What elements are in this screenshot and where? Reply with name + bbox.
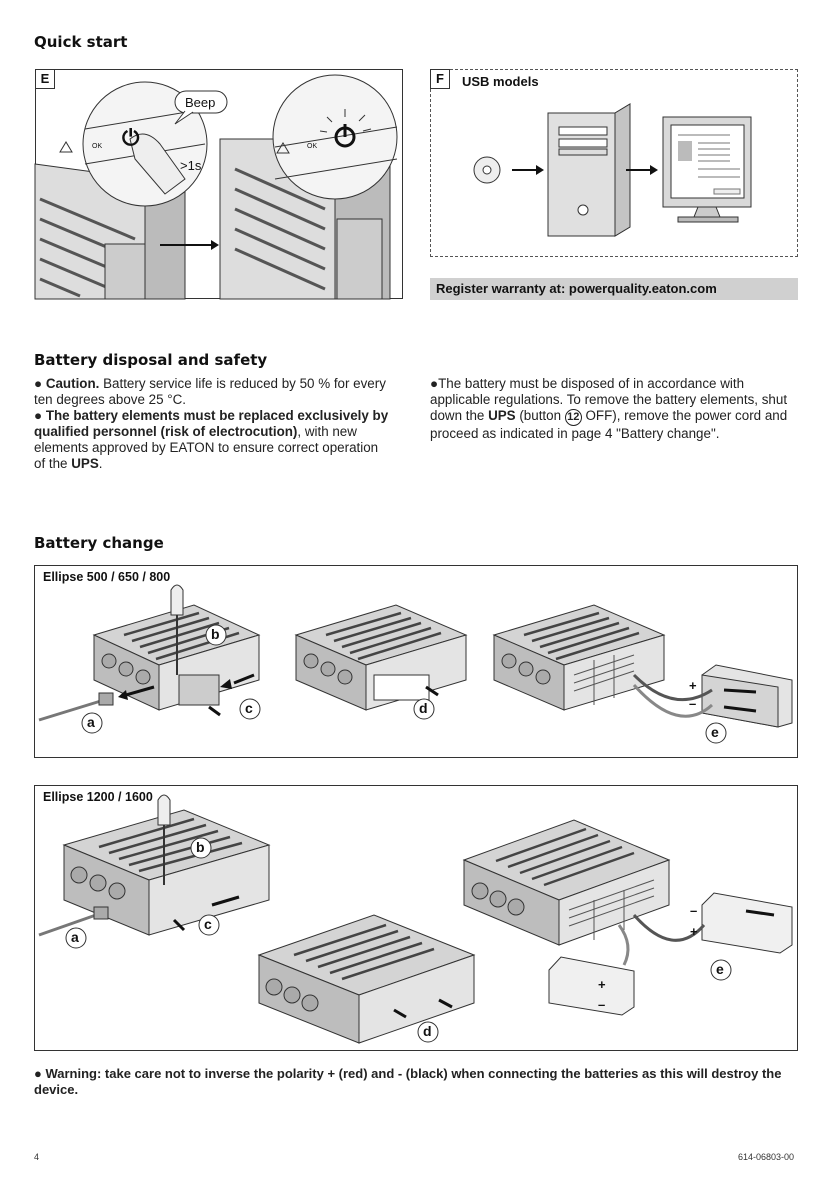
- caution-paragraph: ● Caution. Battery service life is reduc…: [34, 376, 386, 407]
- ok-label-right: OK: [307, 143, 318, 150]
- personnel-paragraph: ● The battery elements must be replaced …: [34, 408, 389, 471]
- ellipse-500-box: [34, 565, 798, 758]
- minus-2b: –: [598, 997, 606, 1012]
- ellipse-1200-box: [34, 785, 798, 1051]
- beep-label: Beep: [185, 95, 216, 110]
- disposal-left-column: ● Caution. Battery service life is reduc…: [34, 376, 390, 472]
- time-label: >1s: [180, 158, 202, 173]
- disposal-right-column: ●The battery must be disposed of in acco…: [430, 376, 802, 442]
- power-button-illustration: [34, 74, 398, 300]
- label-a-1: a: [87, 714, 95, 730]
- disposal-instructions: ●The battery must be disposed of in acco…: [430, 376, 788, 441]
- plus-2b: +: [598, 977, 606, 992]
- button-number-badge: 12: [564, 409, 582, 426]
- ok-label-left: OK: [92, 143, 103, 150]
- polarity-warning: ● Warning: take care not to inverse the …: [34, 1066, 782, 1097]
- label-a-2: a: [71, 929, 79, 945]
- register-banner: Register warranty at: powerquality.eaton…: [430, 278, 798, 300]
- minus-1: –: [689, 696, 697, 711]
- usb-install-illustration: [473, 103, 752, 237]
- panel-f-tag: F: [430, 69, 450, 89]
- label-b-2: b: [196, 839, 205, 855]
- battery-disposal-heading: Battery disposal and safety: [34, 351, 268, 369]
- battery-change-small-illustration: [38, 584, 793, 744]
- ellipse-1200-title: Ellipse 1200 / 1600: [43, 790, 153, 804]
- plus-1: +: [689, 678, 697, 693]
- doc-number: 614-06803-00: [738, 1152, 795, 1162]
- power-icon: ⏻: [122, 125, 140, 150]
- panel-f-title: USB models: [462, 74, 539, 89]
- plus-2a: +: [690, 924, 698, 939]
- quick-start-heading: Quick start: [34, 33, 128, 51]
- panel-f: [430, 69, 798, 257]
- battery-change-large-illustration: [38, 794, 793, 1044]
- battery-change-heading: Battery change: [34, 534, 164, 552]
- register-text: Register warranty at: powerquality.eaton…: [436, 281, 717, 296]
- label-e-1: e: [711, 724, 719, 740]
- ellipse-500-title: Ellipse 500 / 650 / 800: [43, 570, 171, 584]
- minus-2a: –: [690, 903, 698, 918]
- label-e-2: e: [716, 961, 724, 977]
- page-number: 4: [34, 1152, 40, 1162]
- label-d-2: d: [423, 1023, 432, 1039]
- label-c-2: c: [204, 916, 212, 932]
- label-b-1: b: [211, 626, 220, 642]
- label-c-1: c: [245, 700, 253, 716]
- label-d-1: d: [419, 700, 428, 716]
- panel-e-tag: E: [35, 69, 55, 89]
